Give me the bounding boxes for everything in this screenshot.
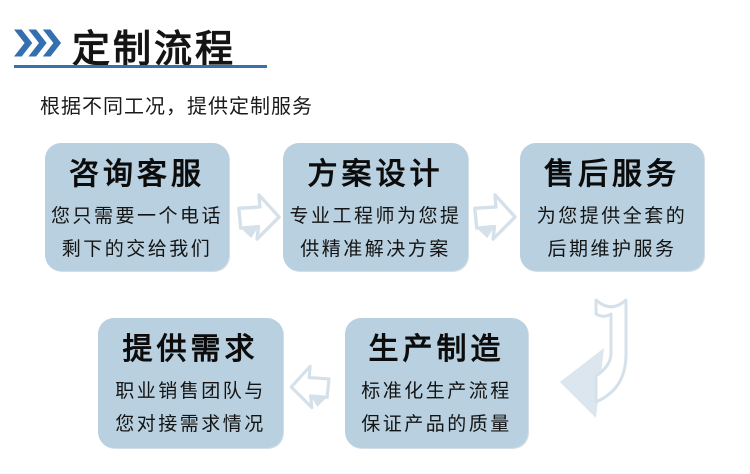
page-title: 定制流程 <box>72 29 237 71</box>
step-description-line: 保证产品的质量 <box>361 413 512 435</box>
step-description-line: 供精准解决方案 <box>300 238 451 260</box>
step-title: 方案设计 <box>307 158 444 191</box>
step-box-solution-design: 方案设计 专业工程师为您提 供精准解决方案 <box>283 143 468 271</box>
step-title: 生产制造 <box>368 333 505 366</box>
page-subtitle: 根据不同工况，提供定制服务 <box>40 96 313 118</box>
step-title: 售后服务 <box>544 158 680 191</box>
step-box-after-sales: 售后服务 为您提供全套的 后期维护服务 <box>520 143 704 271</box>
title-underline <box>14 65 267 68</box>
right-arrow-icon <box>470 189 518 245</box>
left-arrow-icon <box>288 361 334 413</box>
step-title: 咨询客服 <box>69 158 205 191</box>
step-description-line: 标准化生产流程 <box>361 380 512 402</box>
step-box-consult-service: 咨询客服 您只需要一个电话 剩下的交给我们 <box>45 143 229 271</box>
step-description-line: 后期维护服务 <box>547 238 677 260</box>
right-arrow-icon <box>234 189 282 245</box>
step-title: 提供需求 <box>122 333 259 366</box>
step-box-provide-requirements: 提供需求 职业销售团队与 您对接需求情况 <box>98 318 283 448</box>
step-description-line: 剩下的交给我们 <box>61 238 213 260</box>
step-description-line: 您对接需求情况 <box>115 413 266 435</box>
step-description-line: 职业销售团队与 <box>115 380 266 402</box>
curved-down-left-arrow-icon <box>558 296 646 420</box>
step-description-line: 您只需要一个电话 <box>50 205 223 227</box>
step-description-line: 专业工程师为您提 <box>289 205 462 227</box>
step-description-line: 为您提供全套的 <box>536 205 688 227</box>
step-box-production: 生产制造 标准化生产流程 保证产品的质量 <box>345 318 528 448</box>
triple-chevron-right-icon <box>14 29 62 57</box>
